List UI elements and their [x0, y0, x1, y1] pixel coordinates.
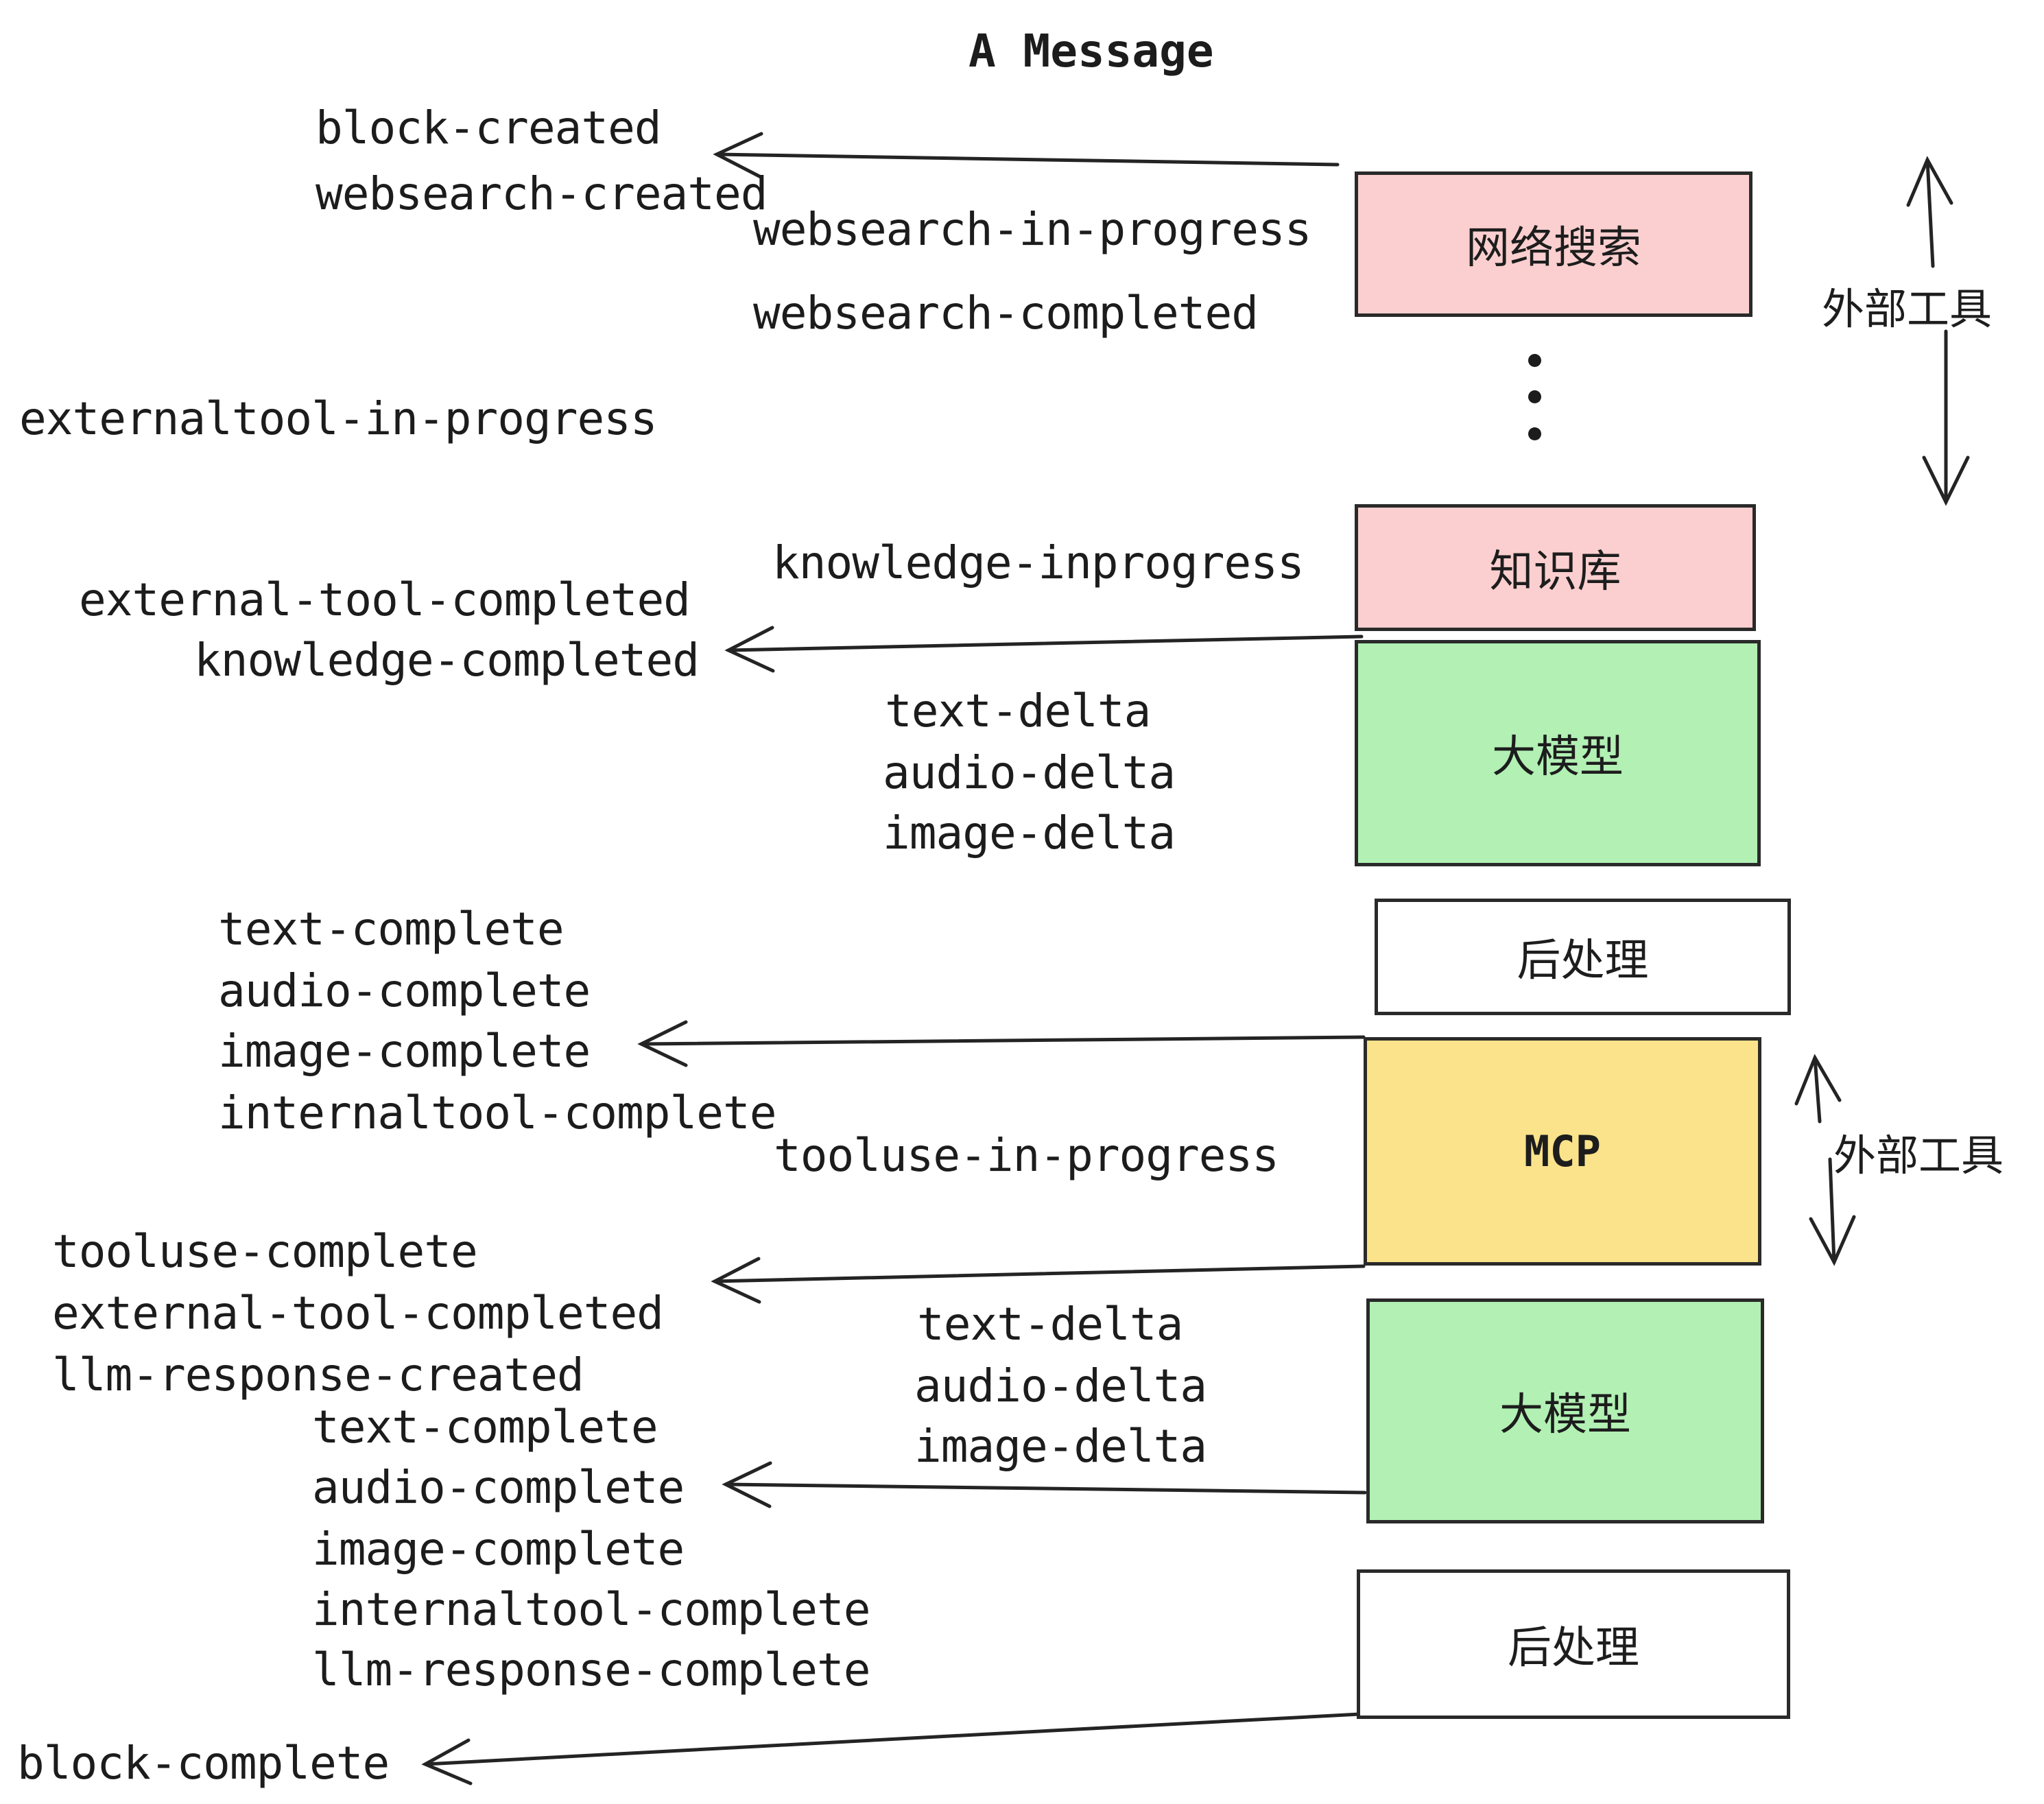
arrow-to-websearch-created [713, 132, 1340, 179]
event-websearch-created: websearch-created [316, 167, 768, 220]
box-llm-1: 大模型 [1355, 640, 1761, 866]
event-llm-response-complete: llm-response-complete [312, 1643, 870, 1696]
external-tools-up-arrow-1 [1906, 156, 1953, 268]
box-mcp: MCP [1364, 1037, 1761, 1266]
diagram-title: A Message [968, 25, 1214, 78]
box-postprocess-2-label: 后处理 [1508, 1623, 1639, 1672]
event-image-delta-1: image-delta [883, 807, 1176, 859]
event-tooluse-in-progress: tooluse-in-progress [774, 1129, 1279, 1182]
ellipsis-dot-1 [1528, 354, 1541, 367]
event-image-delta-2: image-delta [914, 1420, 1207, 1473]
event-audio-delta-2: audio-delta [914, 1360, 1207, 1412]
box-websearch-label: 网络搜索 [1466, 223, 1641, 272]
arrow-to-image-complete [637, 1020, 1366, 1067]
box-llm-2-label: 大模型 [1499, 1390, 1631, 1439]
event-websearch-in-progress: websearch-in-progress [753, 203, 1311, 256]
event-block-created: block-created [316, 102, 662, 154]
event-audio-delta-1: audio-delta [883, 746, 1176, 799]
external-tools-up-arrow-2 [1794, 1054, 1842, 1124]
annotation-external-tools-1: 外部工具 [1822, 286, 1993, 333]
box-knowledge: 知识库 [1355, 504, 1756, 631]
arrow-to-block-complete [421, 1712, 1362, 1785]
event-externaltool-in-progress: externaltool-in-progress [19, 392, 658, 445]
event-llm-response-created: llm-response-created [52, 1349, 584, 1401]
box-llm-1-label: 大模型 [1492, 732, 1624, 781]
event-text-delta-2: text-delta [917, 1298, 1183, 1351]
event-text-delta-1: text-delta [885, 685, 1151, 737]
event-text-complete-2: text-complete [312, 1401, 658, 1453]
event-internaltool-complete-1: internaltool-complete [218, 1087, 776, 1139]
event-block-complete: block-complete [17, 1737, 390, 1790]
event-external-tool-completed-1: external-tool-completed [79, 573, 691, 626]
box-postprocess-1-label: 后处理 [1517, 936, 1649, 985]
event-audio-complete-1: audio-complete [218, 964, 591, 1017]
ellipsis-dot-2 [1528, 390, 1541, 403]
event-tooluse-complete: tooluse-complete [52, 1225, 478, 1278]
box-postprocess-1: 后处理 [1375, 899, 1791, 1015]
event-knowledge-inprogress: knowledge-inprogress [772, 536, 1305, 589]
box-mcp-label: MCP [1524, 1126, 1601, 1176]
event-text-complete-1: text-complete [218, 903, 565, 956]
arrow-to-external-tool-completed [711, 1257, 1366, 1304]
event-image-complete-2: image-complete [312, 1523, 685, 1576]
box-llm-2: 大模型 [1366, 1298, 1764, 1523]
event-websearch-completed: websearch-completed [753, 287, 1259, 340]
box-postprocess-2: 后处理 [1357, 1569, 1790, 1719]
event-knowledge-completed: knowledge-completed [194, 634, 700, 687]
arrow-to-knowledge-completed [724, 626, 1364, 673]
event-internaltool-complete-2: internaltool-complete [312, 1583, 870, 1636]
event-external-tool-completed-2: external-tool-completed [52, 1287, 664, 1340]
box-websearch: 网络搜索 [1355, 171, 1752, 317]
event-image-complete-1: image-complete [218, 1025, 591, 1078]
annotation-external-tools-2: 外部工具 [1833, 1132, 2004, 1180]
event-audio-complete-2: audio-complete [312, 1461, 685, 1514]
ellipsis-dot-3 [1528, 427, 1541, 440]
external-tools-down-arrow-1 [1922, 329, 1970, 506]
box-knowledge-label: 知识库 [1489, 546, 1621, 596]
